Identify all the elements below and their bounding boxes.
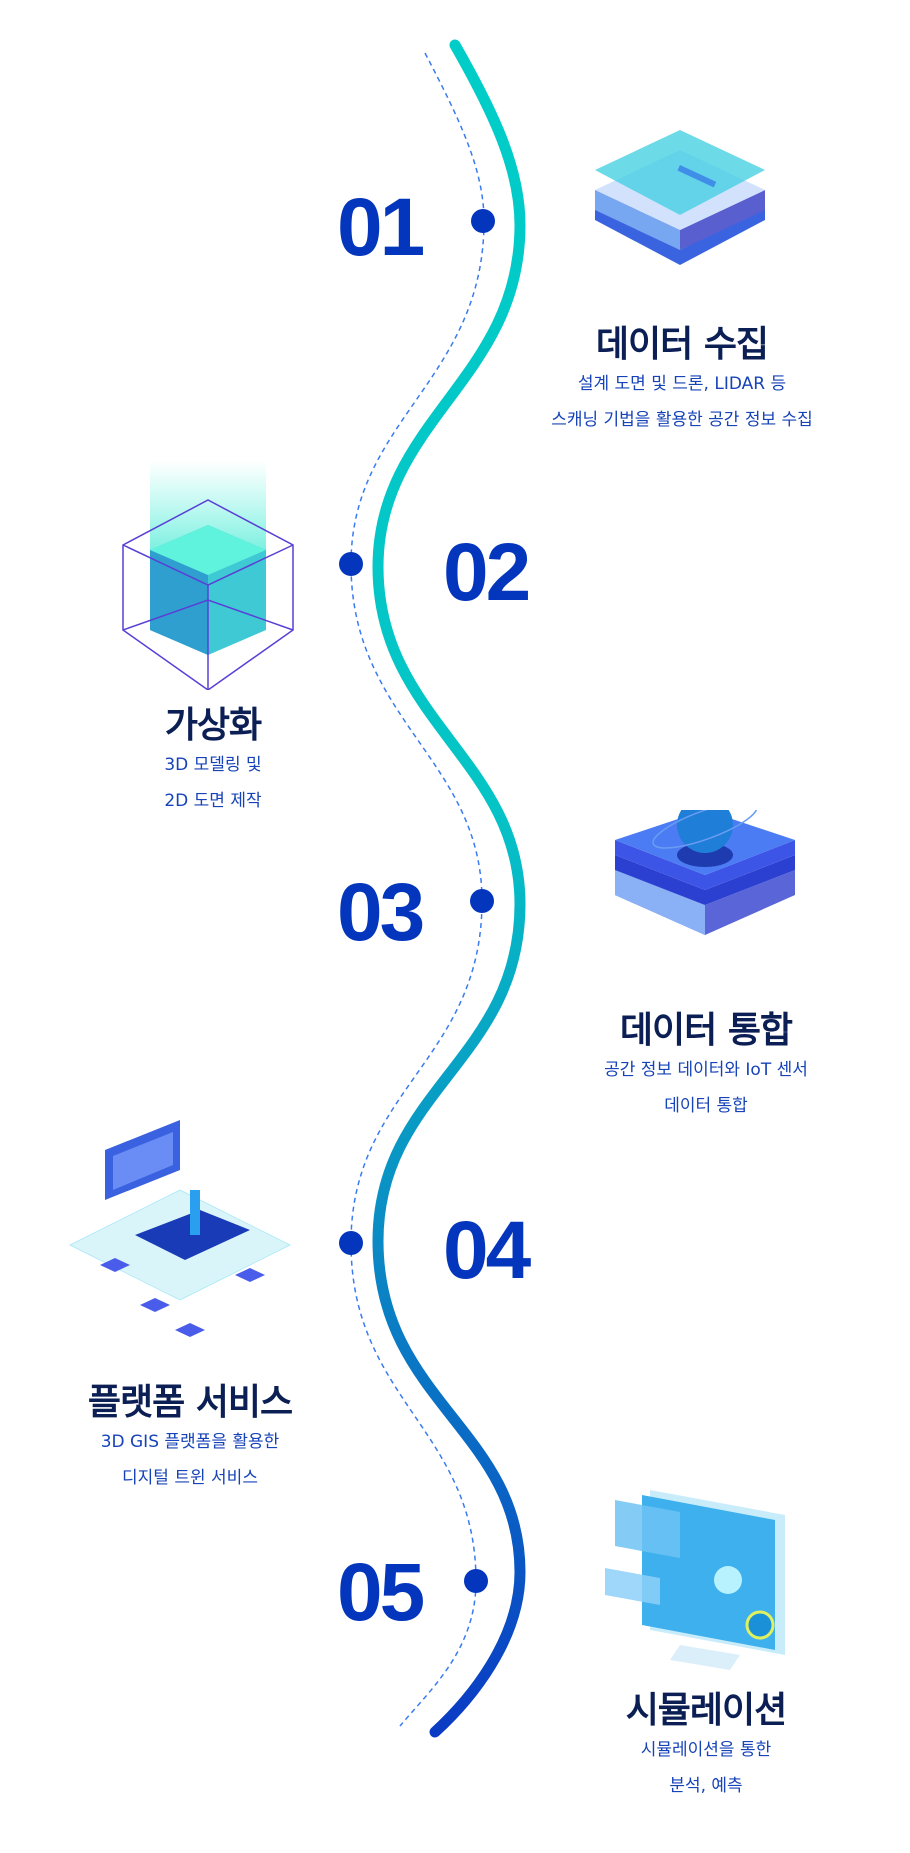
step-description-line: 3D GIS 플랫폼을 활용한 xyxy=(100,1432,280,1453)
layered-data-icon xyxy=(595,130,765,265)
timeline-main-line xyxy=(372,39,526,1738)
step-title: 데이터 수집 xyxy=(595,324,769,365)
monitor-icon xyxy=(605,1490,785,1670)
step-description-line: 데이터 통합 xyxy=(664,1096,748,1117)
step-title: 시뮬레이션 xyxy=(625,1690,788,1731)
step-04-text: 플랫폼 서비스 3D GIS 플랫폼을 활용한 디지털 트윈 서비스 xyxy=(0,1381,380,1496)
step-description-line: 3D 모델링 및 xyxy=(164,755,262,776)
timeline-dot-04 xyxy=(339,1231,363,1255)
step-05-text: 시뮬레이션 시뮬레이션을 통한 분석, 예측 xyxy=(516,1689,896,1804)
step-description-line: 스캐닝 기법을 활용한 공간 정보 수집 xyxy=(551,410,813,431)
step-number-05: 05 xyxy=(337,1547,425,1638)
step-01-text: 데이터 수집 설계 도면 및 드론, LIDAR 등 스캐닝 기법을 활용한 공… xyxy=(492,323,872,438)
step-03-text: 데이터 통합 공간 정보 데이터와 IoT 센서 데이터 통합 xyxy=(516,1009,896,1124)
step-title: 플랫폼 서비스 xyxy=(87,1382,293,1423)
step-description-line: 분석, 예측 xyxy=(669,1776,743,1797)
cube-icon xyxy=(122,460,294,690)
step-description-line: 공간 정보 데이터와 IoT 센서 xyxy=(604,1060,808,1081)
step-title: 데이터 통합 xyxy=(619,1010,793,1051)
platform-icon xyxy=(68,1120,292,1337)
globe-stack-icon xyxy=(615,810,795,935)
step-number-03: 03 xyxy=(337,867,425,958)
step-title: 가상화 xyxy=(164,705,262,746)
step-description-line: 디지털 트윈 서비스 xyxy=(122,1468,258,1489)
timeline-dot-01 xyxy=(471,209,495,233)
step-02-text: 가상화 3D 모델링 및 2D 도면 제작 xyxy=(23,704,403,819)
step-description-line: 시뮬레이션을 통한 xyxy=(640,1740,772,1761)
timeline-dot-05 xyxy=(464,1569,488,1593)
step-description-line: 설계 도면 및 드론, LIDAR 등 xyxy=(577,374,787,395)
step-number-02: 02 xyxy=(443,527,531,618)
step-number-01: 01 xyxy=(337,182,425,273)
step-description-line: 2D 도면 제작 xyxy=(164,791,262,812)
step-number-04: 04 xyxy=(443,1205,531,1296)
timeline-dot-02 xyxy=(339,552,363,576)
timeline-dot-03 xyxy=(470,889,494,913)
